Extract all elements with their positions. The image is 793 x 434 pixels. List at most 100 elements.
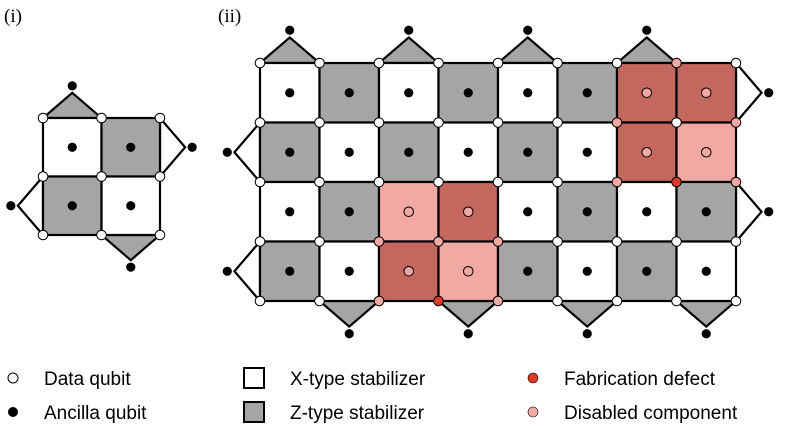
legend-label-x-stab: X-type stabilizer	[290, 369, 426, 390]
disabled-data-qubit	[730, 176, 742, 188]
data-qubit	[314, 117, 325, 128]
disabled-ancilla-qubit	[462, 206, 474, 218]
ancilla-qubit	[285, 147, 295, 157]
ancilla-qubit	[523, 207, 533, 217]
data-qubit	[96, 229, 107, 241]
ancilla-qubit	[344, 329, 354, 339]
ancilla-qubit	[404, 88, 414, 98]
x-boundary-stabilizer	[158, 115, 187, 180]
ancilla-qubit	[642, 25, 652, 35]
ancilla-qubit	[463, 88, 473, 98]
ancilla-qubit	[404, 147, 414, 157]
legend-label-ancilla: Ancilla qubit	[44, 403, 147, 424]
ancilla-qubit	[523, 88, 533, 98]
ancilla-qubit	[463, 147, 473, 157]
legend-item-data: Data qubit	[7, 369, 131, 390]
x-boundary-stabilizer	[734, 60, 764, 126]
data-qubit	[254, 57, 266, 69]
legend-disabled-component-marker	[527, 406, 539, 418]
disabled-data-qubit	[373, 295, 385, 307]
ancilla-qubit	[463, 329, 473, 339]
z-boundary-stabilizer	[376, 35, 442, 65]
disabled-data-qubit	[730, 117, 742, 128]
z-stabilizer-plaquette-disabled	[675, 61, 738, 124]
data-qubit	[96, 112, 107, 124]
ancilla-qubit	[67, 201, 77, 211]
data-qubit	[671, 236, 682, 247]
ancilla-qubit	[701, 266, 711, 276]
z-boundary-stabilizer	[614, 35, 680, 65]
disabled-ancilla-qubit	[403, 265, 415, 277]
disabled-ancilla-qubit	[641, 87, 653, 99]
disabled-data-qubit	[671, 57, 682, 69]
data-qubit	[433, 176, 444, 188]
ancilla-qubit	[582, 147, 592, 157]
ancilla-qubit	[642, 207, 652, 217]
ancilla-qubit	[582, 266, 592, 276]
fabrication-defect-qubit	[433, 295, 444, 307]
data-qubit	[492, 57, 504, 69]
z-boundary-stabilizer	[98, 233, 163, 262]
disabled-ancilla-qubit	[462, 265, 474, 277]
ancilla-qubit	[344, 147, 354, 157]
data-qubit	[671, 117, 682, 128]
ancilla-qubit	[67, 81, 77, 91]
ancilla-qubit	[701, 207, 711, 217]
ancilla-qubit	[126, 142, 136, 152]
legend-label-data: Data qubit	[44, 369, 131, 390]
ancilla-qubit	[642, 266, 652, 276]
z-boundary-stabilizer	[495, 35, 561, 65]
data-qubit	[254, 117, 266, 128]
ancilla-qubit	[285, 266, 295, 276]
data-qubit	[671, 295, 682, 307]
ancilla-qubit	[344, 207, 354, 217]
disabled-data-qubit	[373, 236, 385, 247]
data-qubit	[730, 236, 742, 247]
ancilla-qubit	[582, 88, 592, 98]
ancilla-qubit	[344, 266, 354, 276]
data-qubit	[314, 176, 325, 188]
legend-x-stabilizer-marker	[243, 367, 265, 389]
ancilla-qubit	[285, 207, 295, 217]
weight-two-stabilizers	[222, 25, 774, 339]
data-qubit	[314, 295, 325, 307]
ancilla-qubit	[187, 142, 197, 152]
data-qubit	[254, 295, 266, 307]
data-qubit	[552, 236, 563, 247]
small-code-lattice	[6, 81, 197, 272]
ancilla-qubit	[764, 207, 774, 217]
x-stabilizer-plaquette	[258, 61, 321, 124]
z-boundary-stabilizer	[435, 299, 501, 329]
panel-label-ii: (ii)	[218, 6, 241, 27]
disabled-data-qubit	[492, 236, 504, 247]
ancilla-qubit	[222, 266, 232, 276]
data-qubit	[433, 57, 444, 69]
data-qubit	[37, 171, 49, 182]
legend-item-fab-defect: Fabrication defect	[527, 369, 716, 390]
data-qubit	[611, 236, 623, 247]
disabled-data-qubit	[611, 117, 623, 128]
legend-item-ancilla: Ancilla qubit	[8, 403, 147, 424]
data-qubit	[552, 295, 563, 307]
ancilla-qubit	[344, 88, 354, 98]
disabled-data-qubit	[611, 176, 623, 188]
disabled-data-qubit	[492, 295, 504, 307]
ancilla-qubit	[523, 266, 533, 276]
ancilla-qubit	[285, 88, 295, 98]
data-qubit	[730, 57, 742, 69]
ancilla-qubit	[523, 147, 533, 157]
disabled-ancilla-qubit	[700, 87, 712, 99]
z-boundary-stabilizer	[673, 299, 739, 329]
z-boundary-stabilizer	[257, 35, 323, 65]
ancilla-qubit	[701, 329, 711, 339]
legend-label-disabled: Disabled component	[564, 403, 738, 424]
disabled-ancilla-qubit	[403, 206, 415, 218]
ancilla-qubit	[6, 201, 16, 211]
data-qubit	[37, 229, 49, 241]
x-boundary-stabilizer	[232, 119, 262, 185]
z-boundary-stabilizer	[316, 299, 382, 329]
disabled-ancilla-qubit	[700, 146, 712, 158]
z-boundary-stabilizer	[40, 91, 105, 120]
data-qubit	[552, 57, 563, 69]
